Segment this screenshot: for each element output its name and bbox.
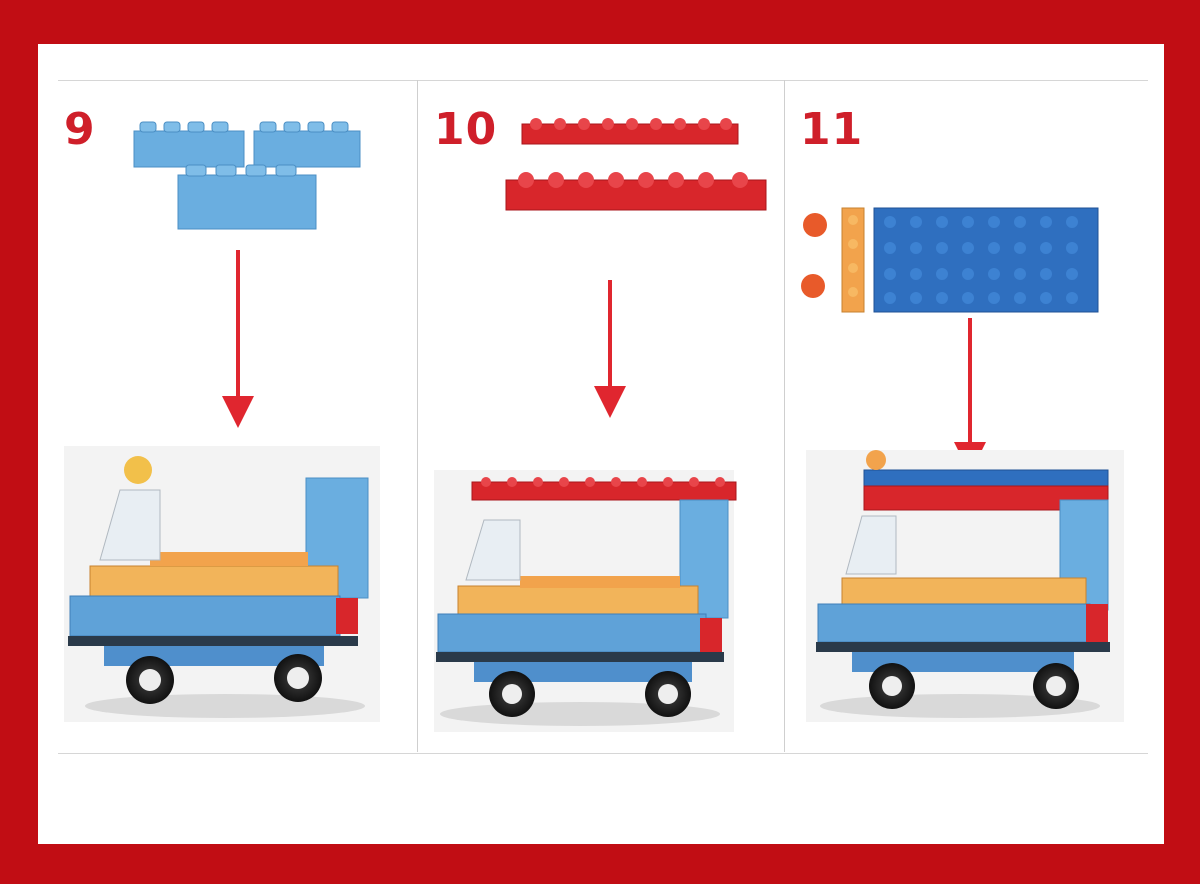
orange-round-tile [801,274,825,298]
blue-brick [178,165,316,229]
red-plate [522,118,738,144]
blue-brick [134,122,244,167]
step10-parts [506,118,766,402]
step11-vehicle [806,450,1124,722]
blue-brick [254,122,360,167]
red-plate [506,172,766,210]
step11-parts [801,208,1098,458]
orange-brick [842,208,864,312]
orange-round-tile [803,213,827,237]
step9-vehicle [64,446,380,722]
step10-vehicle [434,470,736,732]
blue-base-plate [874,208,1098,312]
step9-parts [134,122,360,412]
